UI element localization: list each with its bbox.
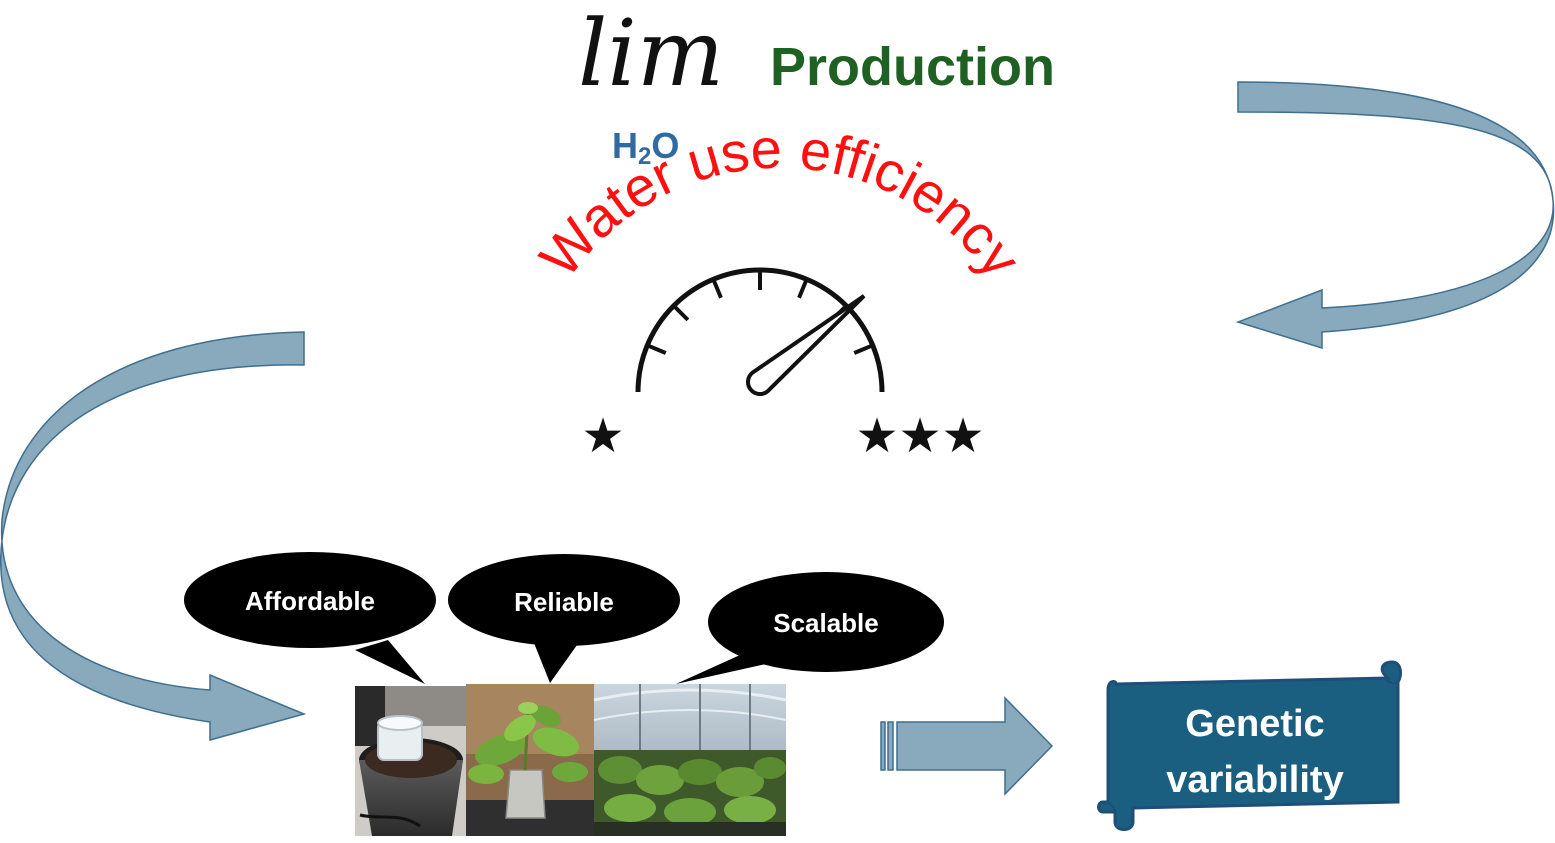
star-low: ★: [581, 408, 624, 464]
curved-arrow-left: [0, 331, 307, 741]
gauge-tick: [646, 343, 667, 355]
genetic-variability-scroll: [1097, 660, 1402, 831]
gauge-tick: [711, 278, 723, 299]
pot-with-sensor-photo: [355, 686, 467, 836]
stars-high: ★★★: [855, 408, 984, 464]
gauge-tick: [797, 278, 809, 299]
bubble-label-reliable: Reliable: [514, 587, 614, 617]
lim-symbol: lim: [578, 0, 725, 107]
bubble-label-scalable: Scalable: [773, 608, 879, 638]
production-label: Production: [770, 37, 1055, 97]
gauge-tick: [672, 304, 690, 322]
gauge-dial: [635, 267, 885, 397]
genetic-variability-label: Genetic variability: [1166, 703, 1344, 801]
straight-arrow: [880, 696, 1054, 796]
gauge-needle: [745, 294, 866, 397]
bubble-affordable: [184, 552, 436, 684]
bubble-reliable: [448, 554, 680, 683]
gauge-arc-text: Water use efficiency: [527, 116, 1033, 288]
greenhouse-photo: [593, 684, 787, 836]
h2o-subscript: H2O: [612, 125, 680, 170]
curved-arrow-right: [1235, 81, 1555, 350]
potted-plant-photo: [466, 684, 594, 836]
bubble-scalable: [676, 572, 944, 684]
gauge-tick: [853, 343, 874, 355]
bubble-label-affordable: Affordable: [245, 586, 375, 616]
